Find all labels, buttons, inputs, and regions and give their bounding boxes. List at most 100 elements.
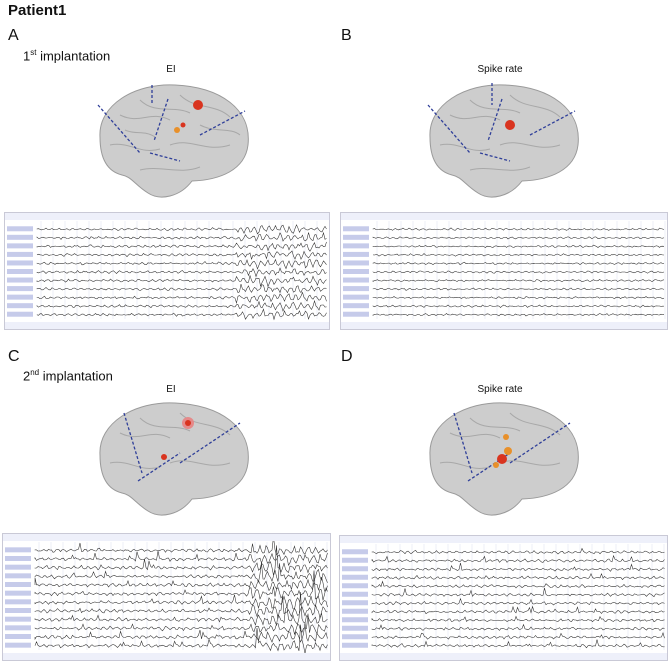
- channel-label: [7, 303, 33, 309]
- eeg-trace: [372, 313, 665, 317]
- channel-label: [7, 251, 33, 257]
- eeg-trace: [36, 258, 327, 270]
- channel-label: [343, 226, 369, 232]
- channel-label: [5, 547, 31, 553]
- channel-label: [5, 556, 31, 561]
- channel-label: [343, 243, 369, 249]
- eeg-trace: [371, 587, 665, 598]
- time-axis-bottom: [340, 653, 667, 660]
- figure-title: Patient1: [8, 2, 67, 19]
- channel-label: [7, 234, 33, 240]
- eeg-trace: [34, 563, 328, 584]
- brain-render-b: [410, 75, 590, 203]
- eeg-trace: [371, 572, 665, 581]
- eeg-trace: [372, 287, 665, 291]
- channel-label: [342, 617, 368, 623]
- channel-label: [7, 243, 33, 249]
- brain-render-a: [80, 75, 260, 203]
- channel-label: [7, 269, 33, 274]
- channel-label: [7, 277, 33, 283]
- eeg-traces-a: [4, 212, 330, 330]
- eeg-trace: [371, 580, 665, 589]
- eeg-trace: [372, 279, 665, 283]
- channel-label: [343, 303, 369, 309]
- channel-label: [343, 277, 369, 283]
- panel-letter-b: B: [341, 27, 352, 44]
- panel-letter-c: C: [8, 348, 20, 365]
- eeg-trace: [372, 270, 665, 274]
- eeg-trace: [34, 624, 328, 654]
- eeg-trace: [34, 595, 328, 619]
- eeg-trace: [372, 227, 665, 231]
- eeg-trace: [36, 224, 327, 235]
- eeg-trace: [371, 632, 665, 640]
- eeg-trace: [372, 304, 665, 308]
- eeg-trace: [34, 536, 328, 556]
- channel-label: [342, 608, 368, 614]
- eeg-trace: [36, 299, 327, 312]
- channel-label: [343, 269, 369, 274]
- implantation-label-2: 2nd implantation: [23, 368, 113, 384]
- channel-label: [343, 294, 369, 300]
- eeg-trace: [36, 291, 327, 304]
- channel-label: [5, 642, 31, 648]
- channel-label: [343, 251, 369, 257]
- eeg-trace: [36, 250, 327, 261]
- channel-label: [5, 573, 31, 579]
- time-axis-top: [3, 534, 330, 541]
- eeg-traces-d: [339, 535, 668, 661]
- eeg-trace: [36, 241, 327, 252]
- channel-label: [342, 574, 368, 580]
- channel-label: [7, 311, 33, 317]
- eeg-trace: [34, 594, 328, 610]
- brain-render-d: [410, 393, 590, 521]
- eeg-trace: [34, 577, 328, 592]
- time-axis-top: [341, 213, 667, 220]
- eeg-trace: [36, 308, 327, 321]
- eeg-trace: [371, 547, 665, 555]
- time-axis-top: [5, 213, 329, 220]
- eeg-trace: [372, 244, 665, 248]
- eeg-trace: [371, 597, 665, 606]
- channel-label: [342, 549, 368, 555]
- eeg-trace: [371, 615, 665, 623]
- eeg-trace: [34, 551, 328, 566]
- channel-label: [7, 260, 33, 266]
- eeg-trace: [371, 562, 665, 572]
- channel-label: [342, 557, 368, 563]
- panel-title-c: EI: [166, 384, 176, 395]
- panel-letter-a: A: [8, 27, 19, 44]
- eeg-trace: [371, 639, 665, 649]
- eeg-traces-c: [2, 533, 331, 661]
- eeg-trace: [371, 623, 665, 631]
- channel-label: [5, 599, 31, 605]
- eeg-trace: [36, 267, 327, 278]
- panel-title-a: EI: [166, 64, 176, 75]
- time-axis-bottom: [341, 322, 667, 329]
- eeg-trace: [372, 236, 665, 240]
- eeg-trace: [36, 275, 327, 288]
- eeg-trace: [372, 253, 665, 257]
- channel-label: [342, 566, 368, 572]
- channel-label: [5, 625, 31, 631]
- eeg-traces-b: [340, 212, 668, 330]
- channel-label: [5, 608, 31, 613]
- eeg-trace: [34, 570, 328, 601]
- eeg-trace: [372, 261, 665, 266]
- channel-label: [7, 286, 33, 292]
- brain-render-c: [80, 393, 260, 521]
- eeg-trace: [372, 296, 665, 300]
- channel-label: [342, 583, 368, 589]
- channel-label: [5, 616, 31, 622]
- channel-label: [7, 226, 33, 232]
- channel-label: [343, 311, 369, 317]
- eeg-trace: [34, 613, 328, 636]
- panel-letter-d: D: [341, 348, 353, 365]
- time-axis-bottom: [3, 653, 330, 660]
- channel-label: [343, 234, 369, 240]
- eeg-trace: [34, 591, 328, 627]
- eeg-trace: [36, 284, 327, 294]
- panel-title-b: Spike rate: [477, 64, 523, 75]
- channel-label: [343, 260, 369, 266]
- channel-label: [342, 591, 368, 597]
